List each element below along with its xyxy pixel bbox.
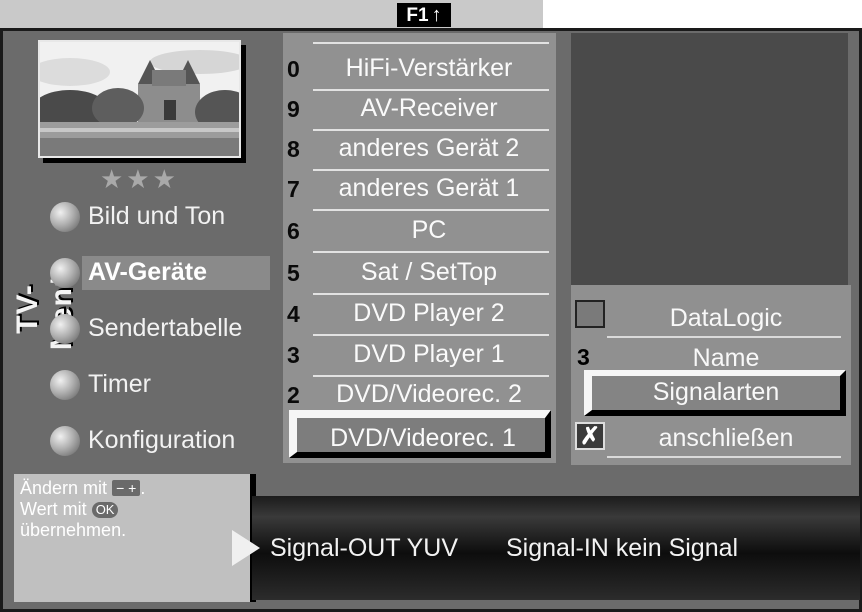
divider <box>313 334 549 336</box>
option-label: anschließen <box>658 424 794 452</box>
help-line-2: Wert mit OK <box>20 499 244 520</box>
device-number: 5 <box>287 260 300 286</box>
device-label: anderes Gerät 2 <box>338 134 520 162</box>
device-item[interactable]: 3 DVD Player 1 <box>283 336 556 377</box>
ball-icon <box>50 426 80 456</box>
rating-stars: ★★★ <box>100 164 179 194</box>
device-item[interactable]: 6 PC <box>283 212 556 253</box>
side-menu-label: Konfiguration <box>88 426 236 454</box>
device-number: 9 <box>287 96 300 122</box>
option-datalogic[interactable]: DataLogic <box>571 298 851 338</box>
ball-icon <box>50 314 80 344</box>
help-line-3: übernehmen. <box>20 520 127 540</box>
minus-plus-keys-icon: − + <box>112 480 141 496</box>
device-label: HiFi-Verstärker <box>345 54 513 82</box>
device-number: 3 <box>287 342 300 368</box>
device-item[interactable]: 9 AV-Receiver <box>283 90 556 131</box>
device-number: 6 <box>287 218 300 244</box>
signal-in-status: Signal-IN kein Signal <box>506 534 739 562</box>
device-list <box>283 33 556 463</box>
divider <box>313 251 549 253</box>
side-menu-item-konfiguration[interactable]: Konfiguration <box>50 422 280 460</box>
ok-key-icon: OK <box>91 502 119 518</box>
device-label: PC <box>411 216 447 244</box>
device-number: 2 <box>287 382 300 408</box>
status-bar <box>252 496 860 600</box>
option-anschliessen[interactable]: anschließen <box>571 418 851 458</box>
device-item[interactable]: 2 DVD/Videorec. 2 <box>283 376 556 416</box>
option-label: Name <box>692 344 760 372</box>
device-item-selected[interactable]: DVD/Videorec. 1 <box>289 410 551 458</box>
option-signalarten-selected[interactable]: Signalarten <box>584 370 846 416</box>
side-menu-label: AV-Geräte <box>88 258 208 286</box>
info-panel <box>571 33 848 285</box>
side-menu-highlight <box>82 256 270 290</box>
divider <box>607 456 841 458</box>
device-number: 8 <box>287 136 300 162</box>
device-number: 4 <box>287 301 300 327</box>
play-arrow-icon <box>232 530 260 566</box>
side-menu-label: Timer <box>88 370 151 398</box>
help-box: Ändern mit − +. Wert mit OK übernehmen. <box>14 474 250 602</box>
device-label: DVD Player 2 <box>353 299 505 327</box>
divider <box>313 42 549 44</box>
side-menu-label: Bild und Ton <box>88 202 226 230</box>
side-menu-item-sendertabelle[interactable]: Sendertabelle <box>50 310 280 348</box>
ball-icon <box>50 202 80 232</box>
divider <box>313 89 549 91</box>
device-item[interactable]: 5 Sat / SetTop <box>283 254 556 295</box>
check-x-icon[interactable]: ✗ <box>575 422 605 450</box>
ball-icon <box>50 258 80 288</box>
top-strip <box>0 0 543 28</box>
device-label: DVD/Videorec. 1 <box>330 424 516 452</box>
checkbox-empty[interactable] <box>575 300 605 328</box>
option-label: Signalarten <box>652 378 780 406</box>
divider <box>313 209 549 211</box>
device-label: DVD Player 1 <box>353 340 505 368</box>
preview-thumbnail <box>38 40 241 158</box>
divider <box>313 129 549 131</box>
device-item[interactable]: 7 anderes Gerät 1 <box>283 170 556 211</box>
device-item[interactable]: 8 anderes Gerät 2 <box>283 130 556 171</box>
option-key: 3 <box>577 344 590 370</box>
option-label: DataLogic <box>669 304 783 332</box>
divider <box>607 336 841 338</box>
option-name[interactable]: 3 Name <box>571 338 851 378</box>
f1-label: F1 <box>406 5 429 26</box>
device-label: DVD/Videorec. 2 <box>336 380 522 408</box>
device-label: anderes Gerät 1 <box>338 174 520 202</box>
side-menu-item-timer[interactable]: Timer <box>50 366 280 404</box>
f1-key-indicator[interactable]: F1↑ <box>397 3 451 27</box>
divider <box>313 375 549 377</box>
divider <box>313 293 549 295</box>
device-item[interactable]: 4 DVD Player 2 <box>283 295 556 336</box>
ball-icon <box>50 370 80 400</box>
help-line-1: Ändern mit − +. <box>20 478 146 498</box>
device-number: 7 <box>287 176 300 202</box>
castle-picture <box>40 42 239 156</box>
device-label: AV-Receiver <box>360 94 498 122</box>
side-menu-item-bild-und-ton[interactable]: Bild und Ton <box>50 198 280 236</box>
device-item[interactable]: 0 HiFi-Verstärker <box>283 50 556 91</box>
signal-out-status: Signal-OUT YUV <box>270 534 459 562</box>
device-label: Sat / SetTop <box>360 258 498 286</box>
menu-title-vertical: TV-Menü <box>11 267 78 351</box>
side-menu-item-av-geraete[interactable]: AV-Geräte <box>50 254 280 292</box>
device-number: 0 <box>287 56 300 82</box>
up-arrow-icon: ↑ <box>431 4 442 26</box>
side-menu-label: Sendertabelle <box>88 314 243 342</box>
divider <box>313 169 549 171</box>
